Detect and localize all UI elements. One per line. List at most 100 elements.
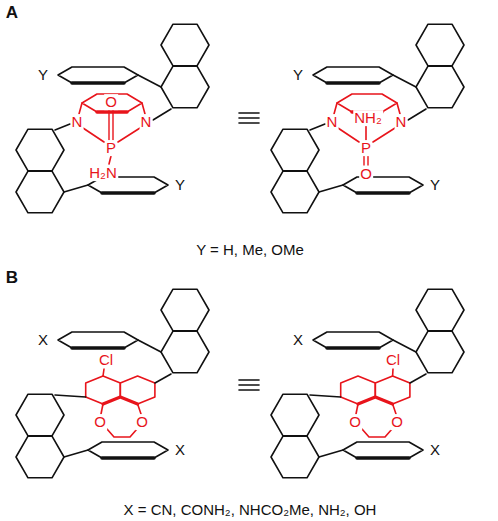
substituent-label: X xyxy=(292,332,304,348)
bond xyxy=(16,436,64,478)
bond xyxy=(155,374,171,383)
bond xyxy=(357,191,409,195)
bond xyxy=(416,24,464,66)
equivalence-sign xyxy=(239,113,259,123)
bond xyxy=(112,110,113,140)
bond xyxy=(161,289,209,331)
bond xyxy=(358,397,393,404)
aryl-frame xyxy=(16,24,209,213)
bond xyxy=(313,67,393,83)
bond xyxy=(72,81,124,85)
atom-label: O xyxy=(135,414,149,430)
atom-label: Cl xyxy=(98,352,114,368)
bond xyxy=(79,103,82,114)
atom-label: O xyxy=(93,414,107,430)
bond xyxy=(365,126,367,140)
aryl-frame xyxy=(271,289,464,478)
bond xyxy=(161,24,209,66)
bond xyxy=(362,429,392,437)
bond xyxy=(239,112,259,114)
bond xyxy=(109,156,111,164)
bond xyxy=(408,109,426,120)
atom-label: N xyxy=(71,114,84,130)
bond xyxy=(142,103,145,114)
atom-label: O xyxy=(390,414,404,430)
bond xyxy=(101,404,103,414)
substituent-label: X xyxy=(174,442,186,458)
bond xyxy=(363,156,364,165)
atom-label: P xyxy=(105,140,117,156)
bond xyxy=(397,103,400,114)
bond xyxy=(97,110,127,114)
atom-label: P xyxy=(360,140,372,156)
substituent-legend: Y = H, Me, OMe xyxy=(195,242,305,258)
bond xyxy=(58,67,138,83)
atom-label: O xyxy=(348,414,362,430)
bond xyxy=(271,129,319,171)
bond xyxy=(343,177,423,193)
bond xyxy=(161,331,209,373)
bond xyxy=(271,436,319,478)
bond xyxy=(55,124,70,130)
atom-label: Cl xyxy=(385,352,401,368)
bond xyxy=(319,450,343,457)
substituent-label: Y xyxy=(37,67,49,83)
naphthodioxane-core xyxy=(310,369,426,437)
bond xyxy=(108,110,109,140)
bond xyxy=(138,340,161,352)
phosphoramide-core xyxy=(310,94,426,165)
bond xyxy=(102,456,154,460)
atom-label: O xyxy=(359,166,373,182)
bond xyxy=(393,340,416,352)
bond xyxy=(410,374,426,383)
bond xyxy=(16,171,64,213)
bond xyxy=(138,404,141,414)
bond xyxy=(357,456,409,460)
bond xyxy=(103,397,138,404)
atom-label: N xyxy=(140,114,153,130)
bond xyxy=(310,124,325,130)
atom-label: O xyxy=(104,94,118,110)
bond xyxy=(271,394,319,436)
bond xyxy=(138,75,161,87)
bond xyxy=(239,117,259,119)
bond xyxy=(64,450,88,457)
substituent-label: X xyxy=(37,332,49,348)
bond xyxy=(102,191,154,195)
bond xyxy=(334,103,337,114)
bond xyxy=(103,369,104,376)
bond xyxy=(416,289,464,331)
bond xyxy=(393,404,396,414)
bond xyxy=(373,128,395,142)
bond xyxy=(88,442,168,458)
bond xyxy=(356,404,358,414)
phosphoramide-core xyxy=(55,94,171,164)
bond xyxy=(83,128,104,142)
bond xyxy=(82,94,142,112)
bond xyxy=(367,156,368,165)
bond xyxy=(343,442,423,458)
bond xyxy=(327,346,379,350)
bond xyxy=(161,66,209,108)
bond xyxy=(271,171,319,213)
substituent-label: X xyxy=(429,442,441,458)
bond xyxy=(393,75,416,87)
bond xyxy=(239,379,259,381)
bond xyxy=(107,429,137,437)
bond xyxy=(239,384,259,386)
bond xyxy=(239,389,259,391)
bond xyxy=(239,122,259,124)
naphthodioxane-core xyxy=(55,369,171,437)
bond xyxy=(310,395,341,397)
atom-label: N xyxy=(395,114,408,130)
bond xyxy=(72,346,124,350)
bond xyxy=(64,185,88,192)
panel-letter: B xyxy=(5,269,19,287)
atom-label: N xyxy=(326,114,339,130)
bond xyxy=(392,369,394,376)
panel-letter: A xyxy=(5,4,19,22)
aryl-frame xyxy=(16,289,209,478)
substituent-label: Y xyxy=(429,177,441,193)
bond xyxy=(118,128,140,142)
